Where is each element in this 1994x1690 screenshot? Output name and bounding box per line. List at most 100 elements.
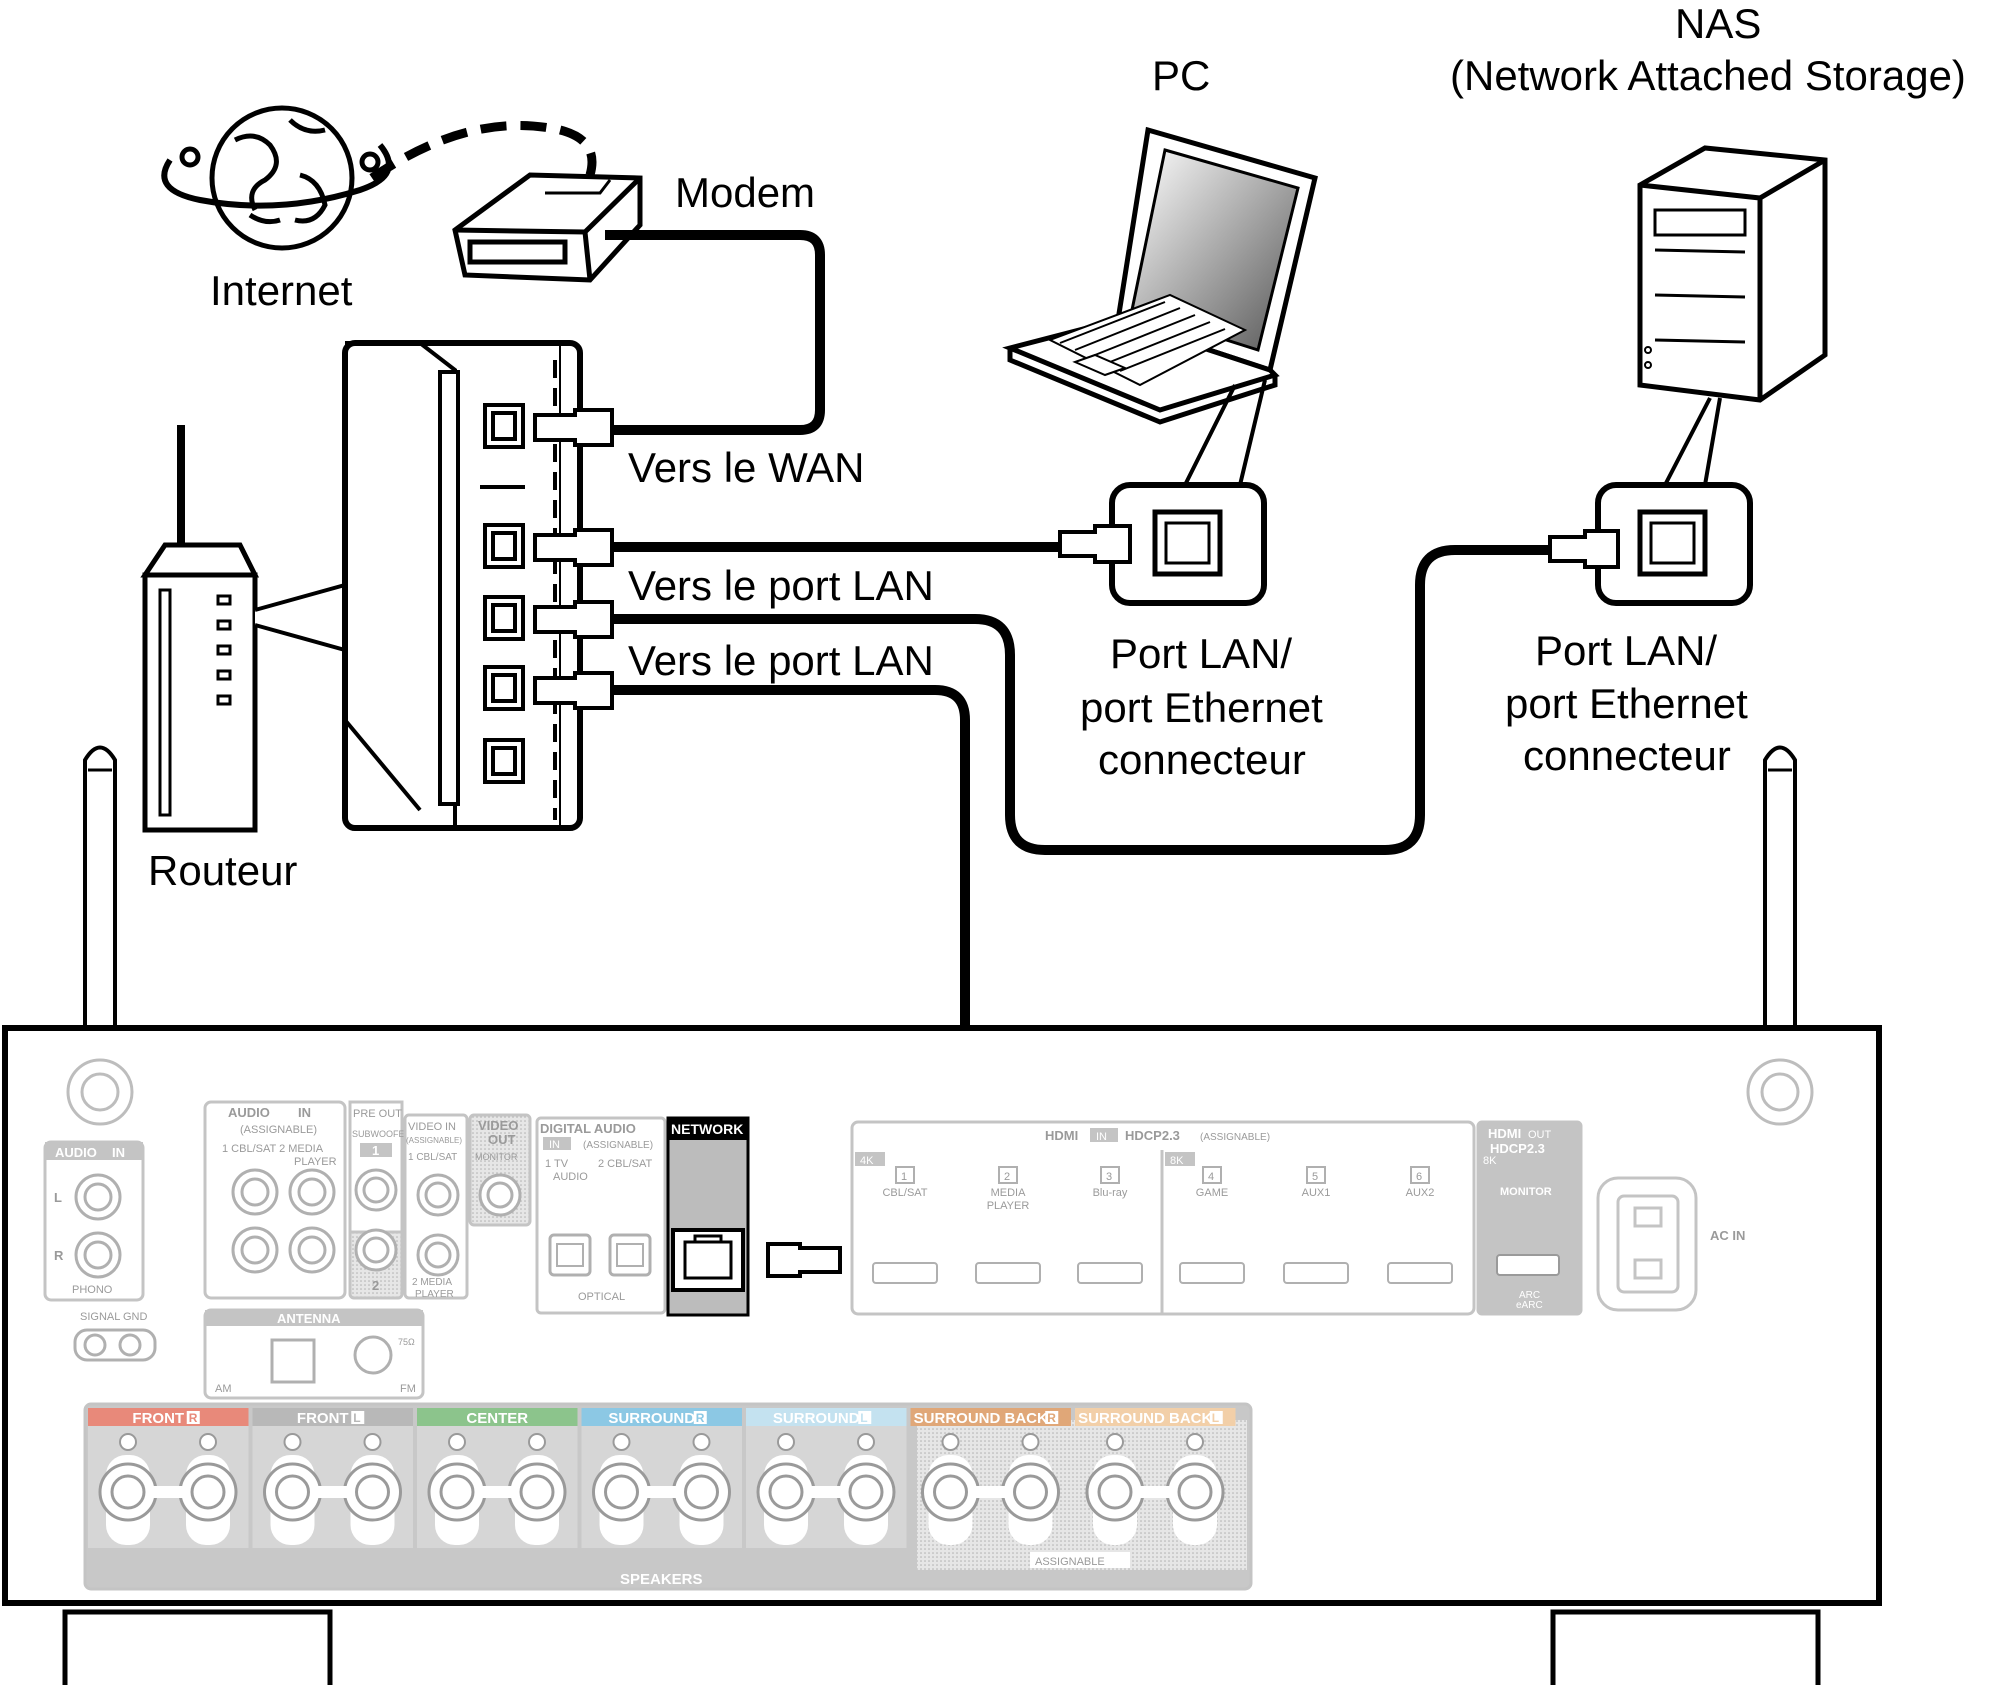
plus-mark-icon [283, 1433, 302, 1451]
digital-audio-label: DIGITAL AUDIO [540, 1121, 636, 1136]
plug-wan [533, 408, 614, 447]
hdmi-input-number-box [1410, 1166, 1430, 1184]
speaker-group-name: SURROUND [773, 1410, 860, 1427]
binding-post-bridge [646, 1486, 677, 1498]
ac-in-group [1596, 1176, 1698, 1312]
hdmi-assignable: (ASSIGNABLE) [1200, 1132, 1270, 1143]
hdmi-in-group: HDMI IN HDCP2.3 (ASSIGNABLE) 4K 8K 1CBL/… [850, 1120, 1476, 1316]
hdmi-input-number: 1 [901, 1171, 907, 1183]
speaker-group-name: FRONT [297, 1410, 349, 1427]
speaker-group-name: FRONT [132, 1410, 184, 1427]
to-wan-label: Vers le WAN [628, 444, 865, 491]
speaker-group-header [417, 1408, 578, 1426]
hdmi-input-name: AUX2 [1406, 1187, 1435, 1199]
hdmi-socket [1179, 1262, 1245, 1284]
plus-mark-icon [941, 1433, 960, 1451]
binding-post-bridge [317, 1486, 348, 1498]
plug-lan-3 [533, 671, 614, 710]
phono-label: PHONO [72, 1284, 113, 1296]
subwoofer-label: SUBWOOFER [352, 1129, 412, 1139]
pre-out-label: PRE OUT [353, 1108, 402, 1120]
pc-port-label-3: connecteur [1098, 736, 1306, 783]
speaker-side-badge [351, 1411, 365, 1424]
pre-out-group: PRE OUT SUBWOOFER 1 2 [348, 1100, 412, 1300]
speaker-side-label: L [1212, 1411, 1219, 1425]
speaker-terminal-3: CENTER [417, 1408, 578, 1548]
digital-in-badge: IN [549, 1139, 560, 1151]
router-icon [140, 425, 347, 833]
laptop-icon [1002, 126, 1318, 425]
to-lan-label-2: Vers le port LAN [628, 637, 934, 684]
phono-audio-in-label: AUDIO [55, 1145, 97, 1160]
cable-router-nas [612, 545, 1550, 855]
hdmi-title: HDMI [1045, 1128, 1078, 1143]
optical-label: OPTICAL [578, 1291, 625, 1303]
internet-label: Internet [210, 267, 353, 314]
fm-label: FM [400, 1383, 416, 1395]
network-label: NETWORK [671, 1121, 743, 1137]
speaker-group-name: SURROUND BACK [1078, 1410, 1212, 1427]
hdmi-input-number: 3 [1106, 1171, 1112, 1183]
hdmi-input-number-box [1100, 1166, 1120, 1184]
hdmi-out-8k: 8K [1483, 1155, 1497, 1167]
binding-post-center [933, 1474, 968, 1510]
speakers-label: SPEAKERS [620, 1571, 703, 1588]
video-out-label-2: OUT [488, 1132, 516, 1147]
speaker-group-header [88, 1408, 249, 1426]
binding-post-center [439, 1474, 475, 1510]
nas-title-label: NAS [1675, 0, 1761, 47]
plus-mark-icon [448, 1433, 466, 1451]
binding-post-center [848, 1474, 884, 1510]
speaker-group-name: SURROUND BACK [914, 1410, 1048, 1427]
globe-icon [161, 105, 392, 251]
video-out-group: VIDEO OUT MONITOR [468, 1113, 532, 1227]
minus-mark-icon [199, 1433, 217, 1451]
speaker-group-name: SURROUND [608, 1410, 695, 1427]
phono-input-group: AUDIO IN L R PHONO [43, 1140, 145, 1302]
receiver-antenna-left [83, 745, 117, 1028]
minus-mark-icon [692, 1433, 711, 1451]
video-out-monitor: MONITOR [475, 1152, 518, 1162]
hdmi-socket [975, 1262, 1041, 1284]
signal-gnd-label: SIGNAL GND [80, 1311, 147, 1323]
speakers-assignable-label: ASSIGNABLE [1035, 1556, 1105, 1568]
antenna-base-left [66, 1058, 134, 1126]
receiver-foot-left [62, 1609, 333, 1690]
speaker-group-header [910, 1408, 1071, 1426]
binding-post-bridge [153, 1486, 183, 1498]
binding-post-center [275, 1474, 310, 1510]
speaker-side-label: L [860, 1411, 867, 1425]
pc-port-callout [1183, 379, 1267, 486]
router-port-lan-1 [483, 523, 525, 569]
receiver-foot-right [1550, 1609, 1821, 1690]
router-port-lan-4 [483, 738, 525, 784]
binding-post-center [110, 1474, 146, 1510]
ac-in-label: AC IN [1710, 1228, 1745, 1243]
cable-modem-wan [605, 230, 825, 435]
am-label: AM [215, 1383, 232, 1395]
video-in-group: VIDEO IN (ASSIGNABLE) 1 CBL/SAT 2 MEDIA … [403, 1113, 469, 1300]
plus-mark-icon [119, 1433, 137, 1451]
video-in-2-label: 2 MEDIA [412, 1277, 452, 1288]
video-in-2b-label: PLAYER [415, 1289, 454, 1300]
hdmi-socket [872, 1262, 938, 1284]
audio-in-badge: IN [298, 1105, 311, 1120]
video-out-label: VIDEO [478, 1118, 518, 1133]
speaker-side-badge [186, 1411, 200, 1424]
speaker-side-label: R [1047, 1411, 1056, 1425]
hdmi-out-hdcp: HDCP2.3 [1490, 1141, 1545, 1156]
binding-post-center [355, 1474, 390, 1510]
hdmi-socket [1077, 1262, 1143, 1284]
binding-post-center [604, 1474, 639, 1510]
minus-mark-icon [528, 1433, 546, 1451]
video-in-badge: IN [445, 1121, 456, 1133]
hdmi-socket [1283, 1262, 1349, 1284]
receiver-antenna-right [1763, 745, 1797, 1028]
speaker-side-label: R [696, 1411, 705, 1425]
